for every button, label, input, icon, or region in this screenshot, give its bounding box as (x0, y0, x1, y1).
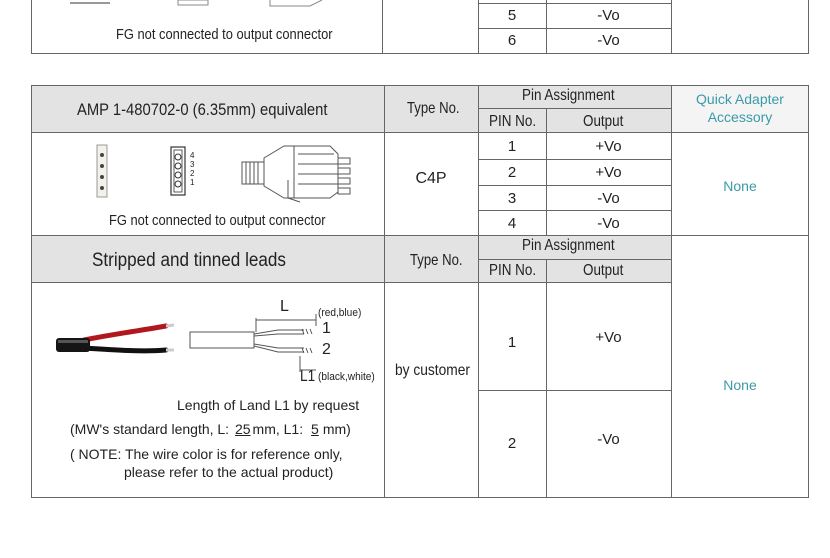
wire-2-color-label: (black,white) (318, 371, 375, 383)
amp-caption: FG not connected to output connector (109, 212, 326, 229)
amp-pin-4: 4 (507, 215, 517, 232)
leads-output-2: -Vo (597, 431, 620, 448)
amp-pin-2: 2 (507, 164, 517, 181)
amp-connector-pin-label-2: 2 (190, 169, 195, 178)
amp-connector-housing-drawing (241, 145, 351, 203)
amp-connector-pin-label-3: 3 (190, 160, 195, 169)
amp-pin-3: 3 (507, 190, 517, 207)
leads-output-header: Output (583, 262, 624, 279)
leads-title: Stripped and tinned leads (92, 250, 286, 271)
wire-color-note-line-2: please refer to the actual product) (124, 464, 334, 480)
amp-output-1: +Vo (595, 138, 622, 155)
amp-connector-front-drawing (96, 144, 108, 198)
wire-2-number: 2 (322, 341, 331, 358)
top-caption: FG not connected to output connector (116, 26, 333, 43)
amp-type-header: Type No. (407, 100, 460, 117)
amp-connector-pin-label-1: 1 (190, 178, 195, 187)
leads-output-1: +Vo (595, 329, 622, 346)
amp-output-3: -Vo (597, 190, 620, 207)
wire-1-color-label: (red,blue) (318, 307, 362, 319)
amp-title: AMP 1-480702-0 (6.35mm) equivalent (77, 100, 328, 119)
wire-color-note-line-1: ( NOTE: The wire color is for reference … (70, 446, 343, 462)
leads-type-value: by customer (395, 362, 470, 379)
amp-output-header: Output (583, 113, 624, 130)
amp-adapter-value: None (723, 178, 757, 194)
leads-pin-1: 1 (507, 334, 517, 351)
top-connector-drawing (70, 0, 323, 7)
standard-length-l1-value: 5 (311, 421, 319, 437)
stripped-leads-dimension-diagram (189, 314, 317, 372)
top-pin-5: 5 (507, 7, 517, 24)
amp-output-4: -Vo (597, 215, 620, 232)
leads-type-header: Type No. (410, 252, 463, 269)
amp-pin-assignment-header: Pin Assignment (522, 87, 615, 104)
stripped-leads-wire-drawing (56, 323, 175, 354)
amp-pin-no-header: PIN No. (489, 113, 537, 130)
amp-pin-1: 1 (507, 138, 517, 155)
amp-type-value: C4P (415, 170, 447, 187)
wire-1-number: 1 (322, 320, 331, 337)
standard-length-prefix: (MW's standard length, L: (70, 421, 233, 437)
standard-length-suffix: mm) (322, 421, 351, 437)
dimension-label-l: L (280, 298, 289, 315)
leads-pin-no-header: PIN No. (489, 262, 537, 279)
amp-connector-pin-label-4: 4 (190, 151, 195, 160)
leads-pin-assignment-header: Pin Assignment (522, 237, 615, 254)
leads-adapter-value: None (723, 377, 757, 393)
standard-length-l-value: 25 (234, 421, 251, 437)
top-output-5: -Vo (597, 7, 620, 24)
amp-connector-pinout-drawing (170, 146, 186, 196)
amp-adapter-header-1: Quick Adapter (696, 91, 784, 107)
leads-pin-2: 2 (507, 435, 517, 452)
land-length-note: Length of Land L1 by request (177, 397, 360, 413)
top-pin-6: 6 (507, 32, 517, 49)
amp-adapter-header-2: Accessory (707, 109, 773, 125)
top-output-6: -Vo (597, 32, 620, 49)
amp-output-2: +Vo (595, 164, 622, 181)
dimension-label-l1: L1 (300, 368, 316, 385)
standard-length-mid: mm, L1: (252, 421, 308, 437)
